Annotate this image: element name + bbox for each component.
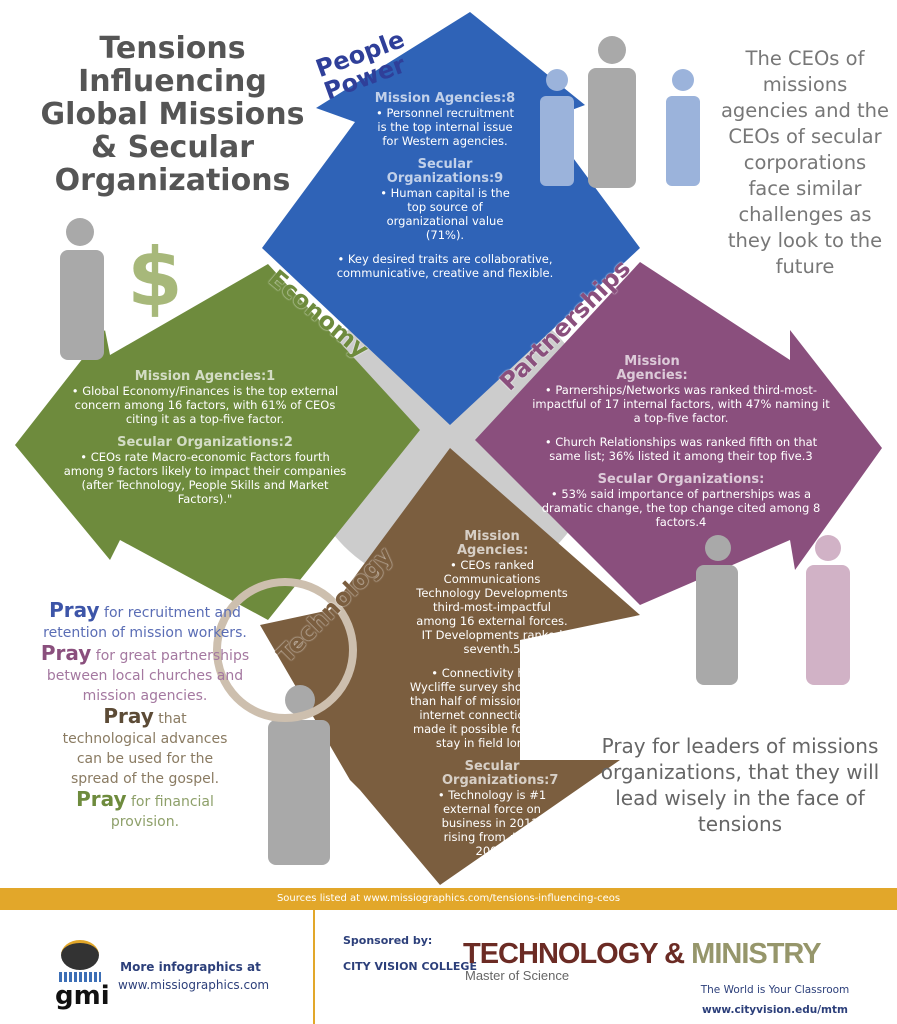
heading: Secular Organizations:7 <box>442 759 559 788</box>
prayer-item: Pray for recruitment and retention of mi… <box>30 600 260 643</box>
prayer-item: Pray for financial provision. <box>30 789 260 832</box>
prayer-text: for financial provision. <box>110 794 214 830</box>
tagline-block: The World is Your Classroom www.cityvisi… <box>700 980 850 1020</box>
text: • Parnerships/Networks was ranked third-… <box>532 383 830 425</box>
arrows-graphic: $ <box>15 12 882 885</box>
divider <box>313 910 315 1024</box>
sponsor: Sponsored by: CITY VISION COLLEGE <box>343 928 477 980</box>
heading: Mission Agencies:8 <box>374 91 516 106</box>
economy-box: Mission Agencies:1 • Global Economy/Fina… <box>60 370 350 516</box>
prayer-list: Pray for recruitment and retention of mi… <box>30 600 260 832</box>
more-label: More infographics at <box>120 960 261 974</box>
economy-arrow <box>15 264 420 620</box>
text: • Church Relationships was ranked fifth … <box>544 435 818 463</box>
text: • Technology is #1 external force on bus… <box>437 788 547 858</box>
heading: Secular Organizations: <box>597 472 765 487</box>
text: • Key desired traits are collaborative, … <box>336 252 554 280</box>
globe-logo-icon <box>61 940 99 970</box>
text: • Connectivity helps – Wycliffe survey s… <box>409 666 580 750</box>
pray-word: Pray <box>40 641 92 665</box>
program-title-1: TECHNOLOGY & <box>463 938 685 970</box>
sponsored-label: Sponsored by: <box>343 934 433 947</box>
technology-arrow <box>260 448 640 885</box>
gmi-logo: gmi <box>55 940 110 1011</box>
degree: Master of Science <box>465 968 570 983</box>
right-heading: The CEOs of missions agencies and the CE… <box>720 47 890 278</box>
technology-box: Mission Agencies: • CEOs ranked Communic… <box>410 529 579 868</box>
text: • CEOs rate Macro-economic Factors fourt… <box>63 450 347 506</box>
globe-icon <box>213 578 357 722</box>
text: • Global Economy/Finances is the top ext… <box>71 384 339 426</box>
page-title: Tensions Influencing Global Missions & S… <box>40 31 305 198</box>
text: • 53% said importance of partnerships wa… <box>541 487 821 529</box>
pray-word: Pray <box>76 787 127 811</box>
people-figures <box>60 36 738 865</box>
prayer-item: Pray that technological advances can be … <box>30 706 260 789</box>
text: • Human capital is the top source of org… <box>380 186 510 242</box>
heading: Secular Organizations:9 <box>386 157 504 186</box>
partnerships-box: Mission Agencies: • Parnerships/Networks… <box>532 355 830 539</box>
pray-word: Pray <box>103 704 154 728</box>
more-link[interactable]: www.missiographics.com <box>118 978 270 992</box>
college-name: CITY VISION COLLEGE <box>343 960 477 973</box>
heading: Secular Organizations:2 <box>117 435 293 450</box>
tagline: The World is Your Classroom <box>700 984 850 996</box>
prayer-item: Pray for great partnerships between loca… <box>30 643 260 706</box>
gmi-text: gmi <box>55 981 110 1011</box>
sources-link[interactable]: Sources listed at www.missiographics.com… <box>0 888 897 910</box>
people-power-box: Mission Agencies:8 • Personnel recruitme… <box>337 91 554 290</box>
partnerships-arrow <box>475 262 882 605</box>
prayer-text: for great partnerships between local chu… <box>46 648 250 704</box>
text: • CEOs ranked Communications Technology … <box>416 558 568 656</box>
bottom-prayer: Pray for leaders of missions organizatio… <box>600 734 880 836</box>
pray-word: Pray <box>49 598 100 622</box>
prayer-text: for recruitment and retention of mission… <box>43 605 247 641</box>
heading: Mission Agencies: <box>457 529 529 558</box>
dots-icon <box>59 972 101 982</box>
heading: Mission Agencies: <box>616 354 688 383</box>
heading: Mission Agencies:1 <box>134 369 276 384</box>
dollar-icon: $ <box>127 231 183 324</box>
more-infographics: More infographics at www.missiographics.… <box>118 958 270 994</box>
prayer-text: that technological advances can be used … <box>62 711 228 787</box>
program-title: TECHNOLOGY & MINISTRY <box>463 938 822 971</box>
text: • Personnel recruitment is the top inter… <box>376 106 514 148</box>
program-title-2: MINISTRY <box>691 938 821 970</box>
cityvision-link[interactable]: www.cityvision.edu/mtm <box>702 1004 848 1016</box>
